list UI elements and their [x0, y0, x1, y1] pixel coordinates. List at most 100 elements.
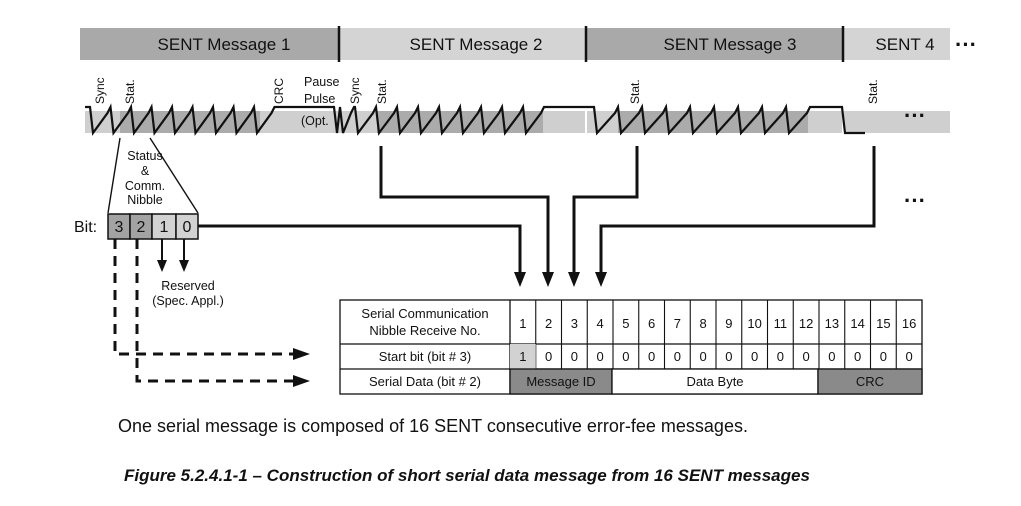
header-seg-3-bg	[587, 28, 842, 60]
bit-value: 1	[160, 219, 169, 236]
nibble-number: 13	[825, 316, 839, 331]
nibble-number: 8	[700, 316, 707, 331]
nibble-number: 6	[648, 316, 655, 331]
start-bit-value: 0	[777, 349, 784, 364]
nibble-number: 12	[799, 316, 813, 331]
status-nibble-callout: Status & Comm. Nibble Bit: 3 2 1 0 Reser…	[74, 137, 224, 308]
nibble-number: 2	[545, 316, 552, 331]
start-bit-value: 0	[597, 349, 604, 364]
connector-line	[198, 224, 522, 274]
header-label-msg1: SENT Message 1	[158, 35, 291, 54]
segment-message-id-bg	[509, 368, 613, 395]
arrow-head	[179, 260, 189, 272]
arrow-head	[542, 272, 554, 287]
label-stat-1: Stat.	[123, 79, 137, 104]
wave-signal	[85, 103, 865, 136]
nibble-number: 3	[571, 316, 578, 331]
message-header-bar: SENT Message 1 SENT Message 2 SENT Messa…	[80, 26, 977, 62]
segment-data-byte: Data Byte	[686, 374, 743, 389]
nibble-table: Serial Communication Nibble Receive No. …	[339, 299, 923, 395]
start-bit-label: Start bit (bit # 3)	[379, 349, 471, 364]
start-bit-value: 0	[571, 349, 578, 364]
reserved-label: Reserved	[161, 279, 215, 293]
start-bit-value: 0	[803, 349, 810, 364]
nibble-number: 10	[747, 316, 761, 331]
segment-crc: CRC	[856, 374, 884, 389]
dashed-line-bit3	[113, 239, 295, 356]
start-bit-value: 0	[545, 349, 552, 364]
start-bit-value: 0	[700, 349, 707, 364]
arrow-head	[293, 348, 310, 360]
label-stat-2: Stat.	[375, 79, 389, 104]
arrowheads	[157, 260, 607, 387]
arrow-head	[595, 272, 607, 287]
header-seg-4-bg	[844, 28, 950, 60]
table-header-line2: Nibble Receive No.	[369, 323, 480, 338]
nibble-number: 11	[774, 316, 788, 331]
nibble-number: 9	[725, 316, 732, 331]
nibble-title-4: Nibble	[127, 193, 162, 207]
start-bit-value: 0	[648, 349, 655, 364]
bit-value: 3	[115, 219, 124, 236]
start-bit-value: 0	[751, 349, 758, 364]
bit-value: 2	[137, 219, 146, 236]
start-bit-value: 0	[622, 349, 629, 364]
start-bit-cell-highlight	[510, 344, 536, 369]
nibble-title-3: Comm.	[125, 179, 165, 193]
callout-line	[149, 137, 199, 214]
reserved-note: (Spec. Appl.)	[152, 294, 224, 308]
nibble-number: 7	[674, 316, 681, 331]
header-seg-2-bg	[340, 28, 585, 60]
connector-line	[599, 146, 876, 274]
label-sync-1: Sync	[93, 77, 107, 104]
start-bit-value: 0	[854, 349, 861, 364]
arrow-head	[293, 375, 310, 387]
callout-line	[107, 137, 121, 214]
wave-band	[844, 111, 950, 133]
header-label-msg3: SENT Message 3	[664, 35, 797, 54]
connectors	[113, 146, 876, 383]
nibble-number: 5	[622, 316, 629, 331]
nibble-number: 4	[597, 316, 604, 331]
connector-line	[572, 146, 639, 274]
table-header-line1: Serial Communication	[361, 306, 488, 321]
arrow-head	[568, 272, 580, 287]
start-bit-value: 0	[674, 349, 681, 364]
arrow-head	[157, 260, 167, 272]
label-stat-4: Stat.	[866, 79, 880, 104]
segment-crc-bg	[817, 368, 923, 395]
nibble-number: 15	[876, 316, 890, 331]
header-label-msg4: SENT 4	[875, 35, 934, 54]
continue-ellipsis: ···	[904, 188, 926, 213]
serial-data-label: Serial Data (bit # 2)	[369, 374, 481, 389]
start-bit-value: 1	[519, 349, 526, 364]
bit-label: Bit:	[74, 219, 97, 236]
nibble-title-2: &	[141, 164, 150, 178]
wave-ellipsis: ···	[904, 103, 926, 128]
waveform: Sync Stat. CRC Pause Pulse (Opt. Sync St…	[85, 75, 950, 213]
start-bit-value: 0	[828, 349, 835, 364]
label-crc-1: CRC	[272, 78, 286, 104]
nibble-number: 14	[850, 316, 864, 331]
dashed-line-bit2	[135, 239, 295, 383]
nibble-title-1: Status	[127, 149, 162, 163]
header-ellipsis: ···	[955, 32, 977, 57]
segment-message-id: Message ID	[526, 374, 595, 389]
label-stat-3: Stat.	[628, 79, 642, 104]
label-opt: (Opt.	[301, 114, 329, 128]
arrow-head	[514, 272, 526, 287]
start-bit-row: 1 0 0 0 0 0 0 0 0 0 0 0 0 0 0 0	[510, 344, 913, 369]
bit-value: 0	[183, 219, 192, 236]
connector-line	[379, 146, 550, 274]
start-bit-value: 0	[880, 349, 887, 364]
start-bit-value: 0	[906, 349, 913, 364]
header-seg-1-bg	[80, 28, 338, 60]
wave-band-dark	[618, 111, 808, 133]
wave-band-dark	[120, 111, 260, 133]
header-label-msg2: SENT Message 2	[410, 35, 543, 54]
nibble-number: 1	[519, 316, 526, 331]
start-bit-value: 0	[725, 349, 732, 364]
label-pause: Pause	[304, 75, 339, 89]
